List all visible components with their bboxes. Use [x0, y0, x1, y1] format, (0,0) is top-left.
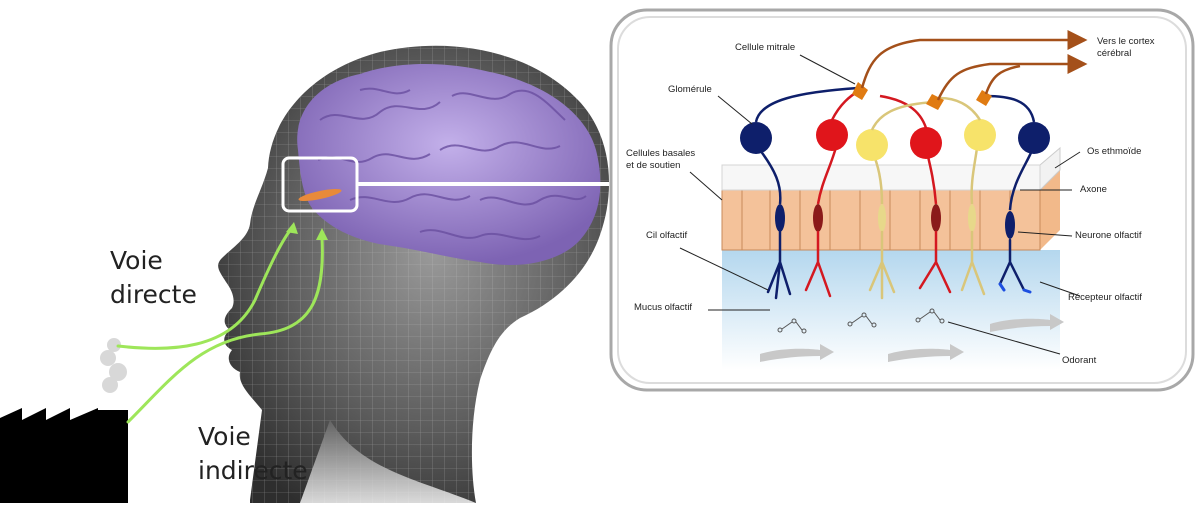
factory-icon [0, 338, 128, 503]
direct-pathway-label: Voie directe [110, 244, 197, 312]
label-mitral-cell: Cellule mitrale [735, 42, 795, 54]
label-axon: Axone [1080, 184, 1107, 196]
inset-panel [611, 10, 1193, 390]
label-olfactory-cilium: Cil olfactif [646, 230, 687, 242]
indirect-pathway-label: Voie indirecte [198, 420, 308, 488]
label-olfactory-receptor: Récepteur olfactif [1068, 292, 1142, 304]
label-to-cortex: Vers le cortex cérébral [1097, 36, 1155, 60]
label-olfactory-mucus: Mucus olfactif [634, 302, 692, 314]
label-glomerulus: Glomérule [668, 84, 712, 96]
label-olfactory-neuron: Neurone olfactif [1075, 230, 1142, 242]
label-ethmoid-bone: Os ethmoïde [1087, 146, 1141, 158]
label-basal-support-cells: Cellules basales et de soutien [626, 148, 695, 172]
label-odorant: Odorant [1062, 355, 1096, 367]
